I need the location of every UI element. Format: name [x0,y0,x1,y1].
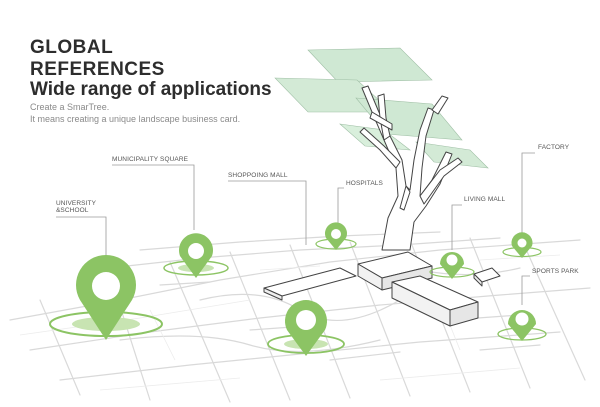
pin-living [429,252,475,279]
subtitle-line-2: It means creating a unique landscape bus… [30,114,241,124]
sculpture-base [263,251,501,327]
label-factory: FACTORY [538,144,570,151]
subtitle-line-1: Create a SmarTree. [30,102,110,112]
label-municipality: MUNICIPALITY SQUARE [112,156,189,163]
label-university: UNIVERSITY &SCHOOL [56,200,96,215]
label-hospitals: HOSPITALS [346,180,383,187]
label-sports-park: SPORTS PARK [532,268,579,275]
label-university-line2: &SCHOOL [56,207,89,215]
pin-mall [267,300,345,356]
heading-references: REFERENCES [30,59,165,80]
pin-municipality [163,233,229,278]
pin-university [49,255,163,340]
label-living-mall: LIVING MALL [464,196,506,203]
pin-sports [497,310,547,341]
heading-global: GLOBAL [30,37,114,58]
label-university-line1: UNIVERSITY [56,200,97,207]
pin-hospitals [315,222,357,250]
smartree-sculpture [359,85,463,251]
label-mall: SHOPPOING MALL [228,172,288,179]
leader-lines [56,152,535,305]
pin-factory [502,232,542,258]
heading-wide-range: Wide range of applications [30,79,272,100]
